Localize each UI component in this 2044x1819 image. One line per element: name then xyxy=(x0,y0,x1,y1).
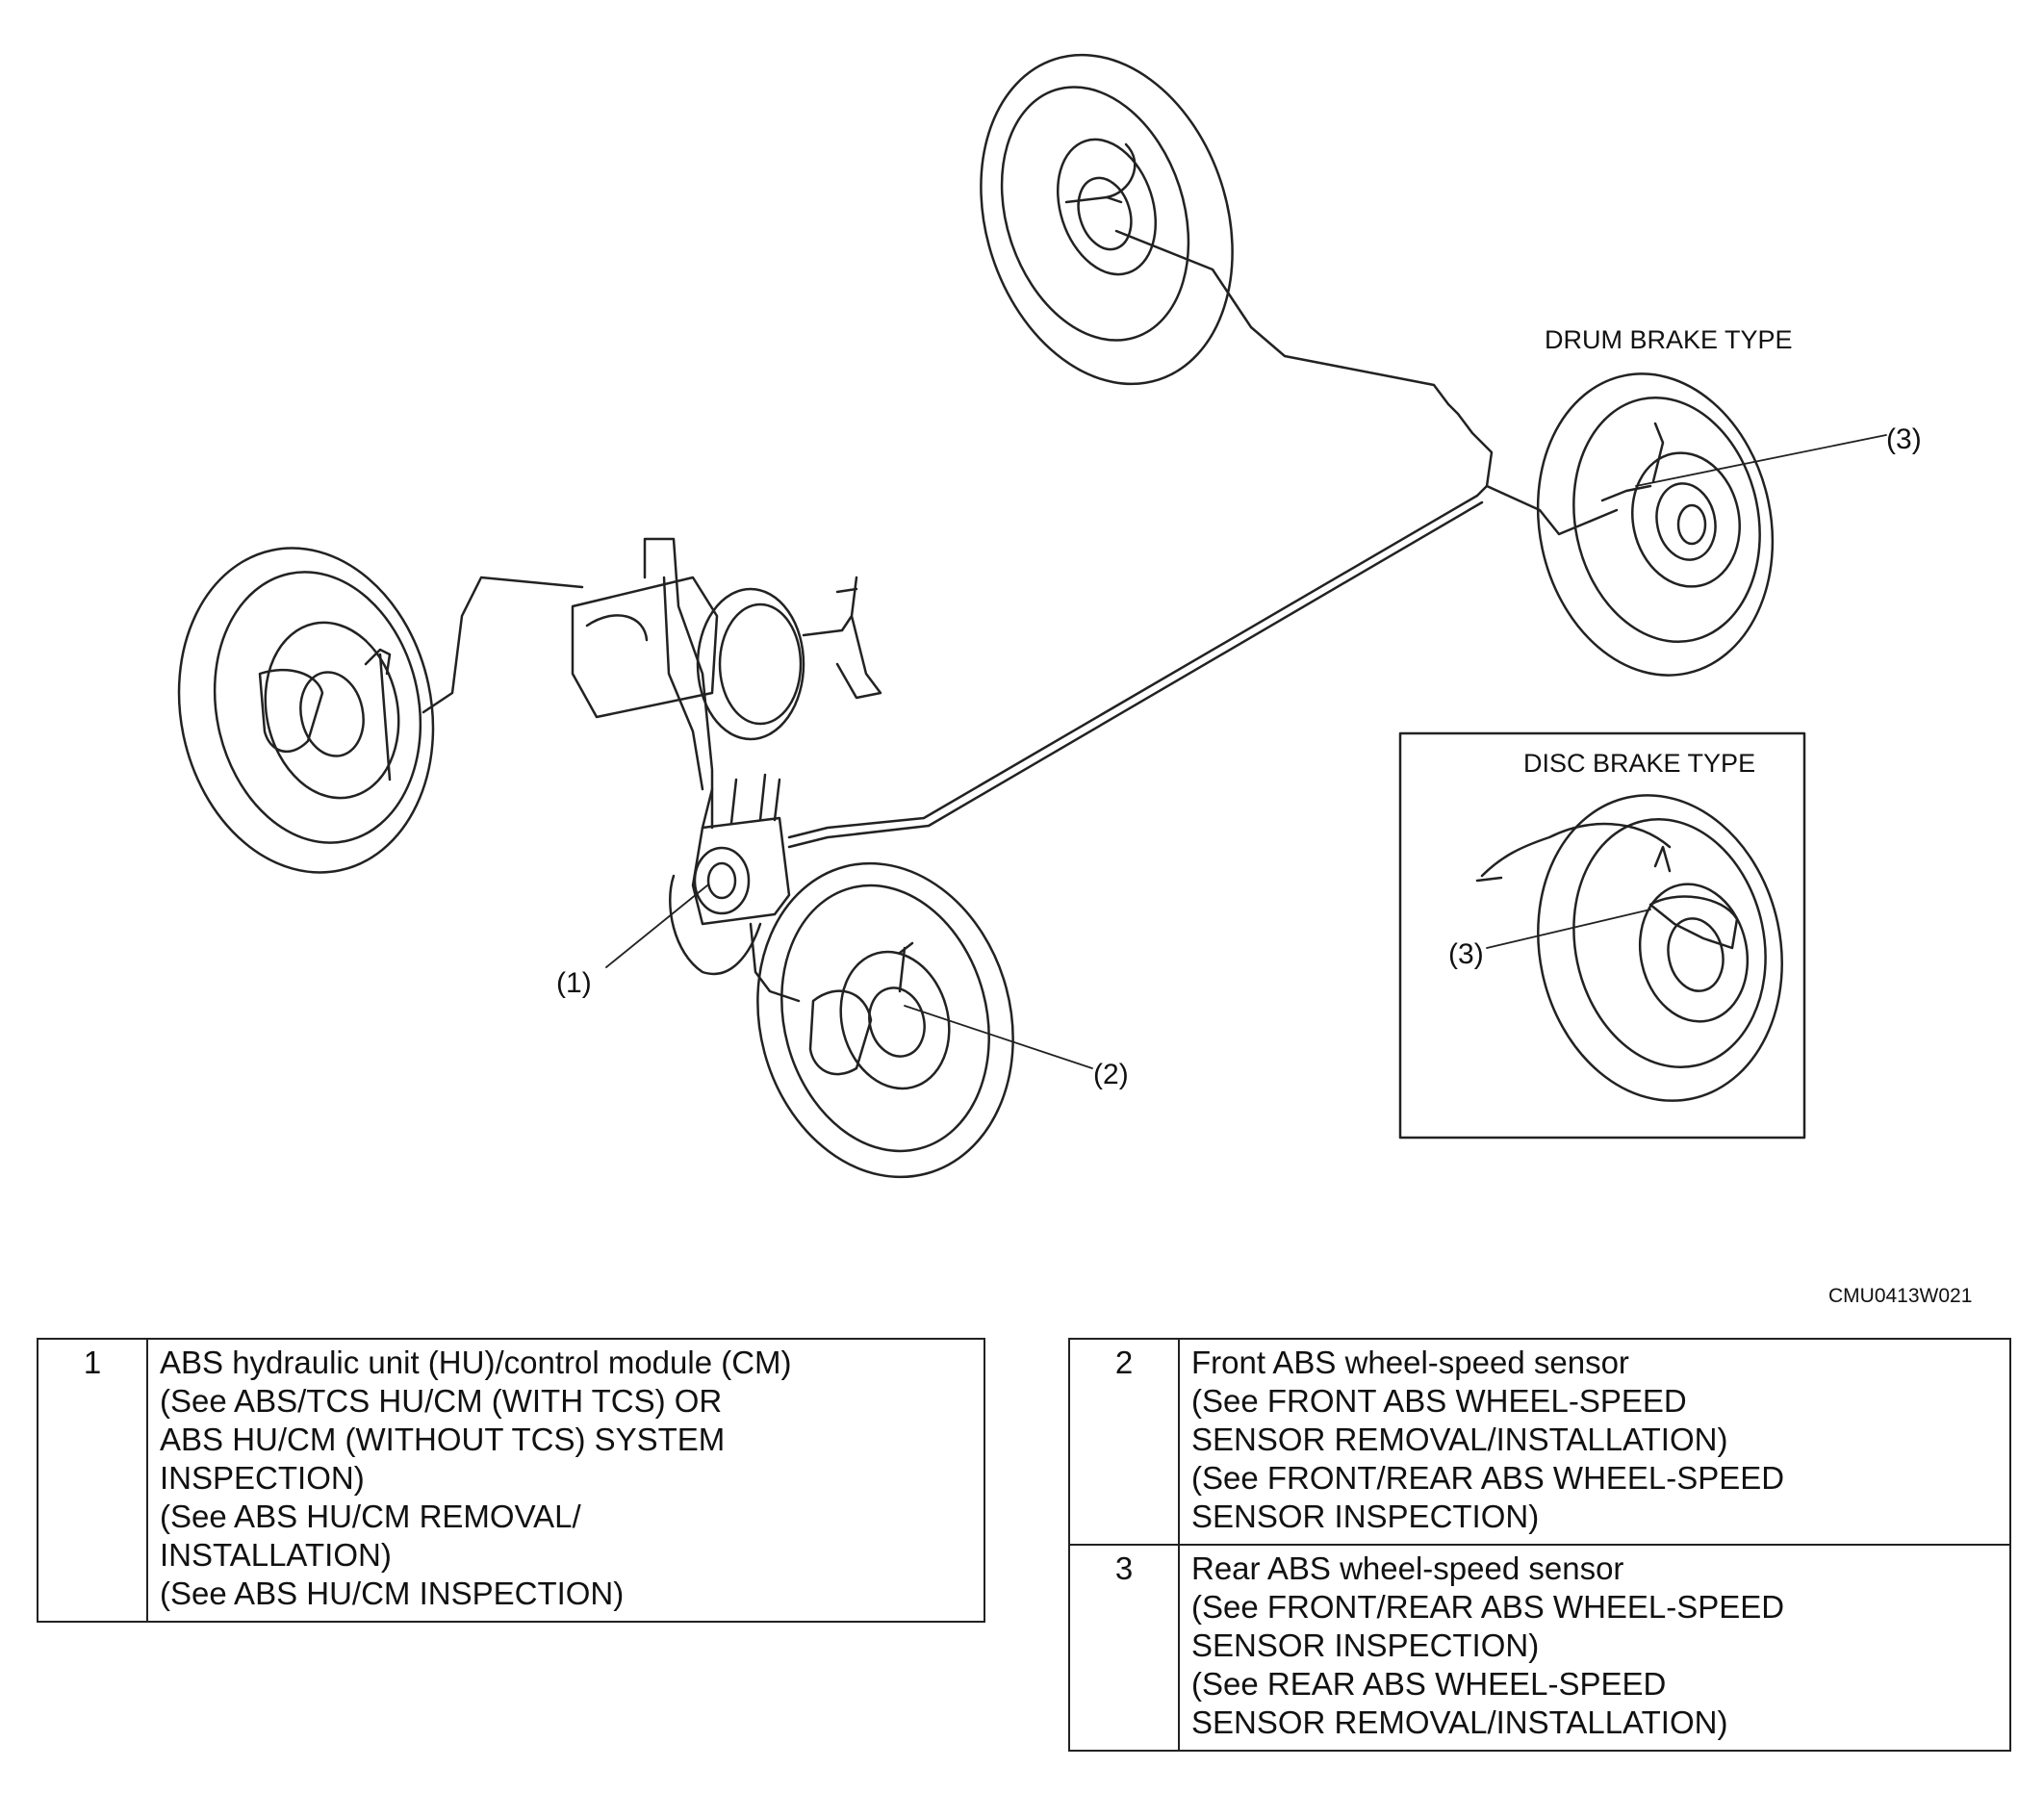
callout-3-disc: (3) xyxy=(1448,938,1484,970)
legend-description: Rear ABS wheel-speed sensor (See FRONT/R… xyxy=(1178,1544,2011,1752)
legend-line: (See ABS HU/CM INSPECTION) xyxy=(160,1576,625,1611)
legend-line: INSTALLATION) xyxy=(160,1537,392,1573)
legend-number: 1 xyxy=(37,1338,148,1623)
legend-line: (See FRONT/REAR ABS WHEEL-SPEED xyxy=(1191,1460,1785,1496)
legend-row-3: 3 Rear ABS wheel-speed sensor (See FRONT… xyxy=(1068,1544,2011,1752)
rear-right-wheel xyxy=(980,53,1234,386)
front-right-wheel xyxy=(756,861,1014,1179)
disc-brake-rear-wheel xyxy=(1398,731,1806,1140)
legend-number: 2 xyxy=(1068,1338,1180,1546)
legend-row-1: 1 ABS hydraulic unit (HU)/control module… xyxy=(37,1338,985,1623)
legend-line: (See FRONT ABS WHEEL-SPEED xyxy=(1191,1383,1687,1419)
legend-number: 3 xyxy=(1068,1544,1180,1752)
legend-line: (See FRONT/REAR ABS WHEEL-SPEED xyxy=(1191,1589,1785,1625)
abs-layout-diagram xyxy=(177,53,1887,1179)
legend-description: ABS hydraulic unit (HU)/control module (… xyxy=(146,1338,985,1623)
legend-table-right: 2 Front ABS wheel-speed sensor (See FRON… xyxy=(1068,1338,2011,1752)
legend-line: ABS HU/CM (WITHOUT TCS) SYSTEM xyxy=(160,1422,726,1457)
callout-2: (2) xyxy=(1093,1059,1129,1090)
disc-brake-type-label: DISC BRAKE TYPE xyxy=(1523,749,1756,778)
legend-line: Front ABS wheel-speed sensor xyxy=(1191,1345,1629,1380)
legend-line: SENSOR INSPECTION) xyxy=(1191,1627,1540,1663)
legend-line: ABS hydraulic unit (HU)/control module (… xyxy=(160,1345,792,1380)
legend-line: (See REAR ABS WHEEL-SPEED xyxy=(1191,1666,1667,1702)
callout-3-drum: (3) xyxy=(1886,423,1922,455)
legend-line: SENSOR REMOVAL/INSTALLATION) xyxy=(1191,1422,1728,1457)
figure-code: CMU0413W021 xyxy=(1828,1285,1973,1307)
legend-row-2: 2 Front ABS wheel-speed sensor (See FRON… xyxy=(1068,1338,2011,1546)
drum-brake-type-label: DRUM BRAKE TYPE xyxy=(1545,325,1793,354)
brake-lines xyxy=(422,229,1619,1003)
callout-1: (1) xyxy=(556,967,592,999)
brake-booster-assembly xyxy=(571,576,882,741)
legend-line: SENSOR INSPECTION) xyxy=(1191,1499,1540,1534)
drum-brake-rear-wheel xyxy=(1536,372,1775,677)
legend-line: (See ABS/TCS HU/CM (WITH TCS) OR xyxy=(160,1383,723,1419)
legend-table-left: 1 ABS hydraulic unit (HU)/control module… xyxy=(37,1338,985,1623)
legend-line: (See ABS HU/CM REMOVAL/ xyxy=(160,1499,581,1534)
abs-hu-cm xyxy=(669,773,791,976)
legend-line: SENSOR REMOVAL/INSTALLATION) xyxy=(1191,1704,1728,1740)
callout-leaders xyxy=(605,434,1887,1069)
legend-line: Rear ABS wheel-speed sensor xyxy=(1191,1550,1624,1586)
legend-description: Front ABS wheel-speed sensor (See FRONT … xyxy=(1178,1338,2011,1546)
legend-line: INSPECTION) xyxy=(160,1460,365,1496)
front-left-wheel xyxy=(177,547,435,874)
